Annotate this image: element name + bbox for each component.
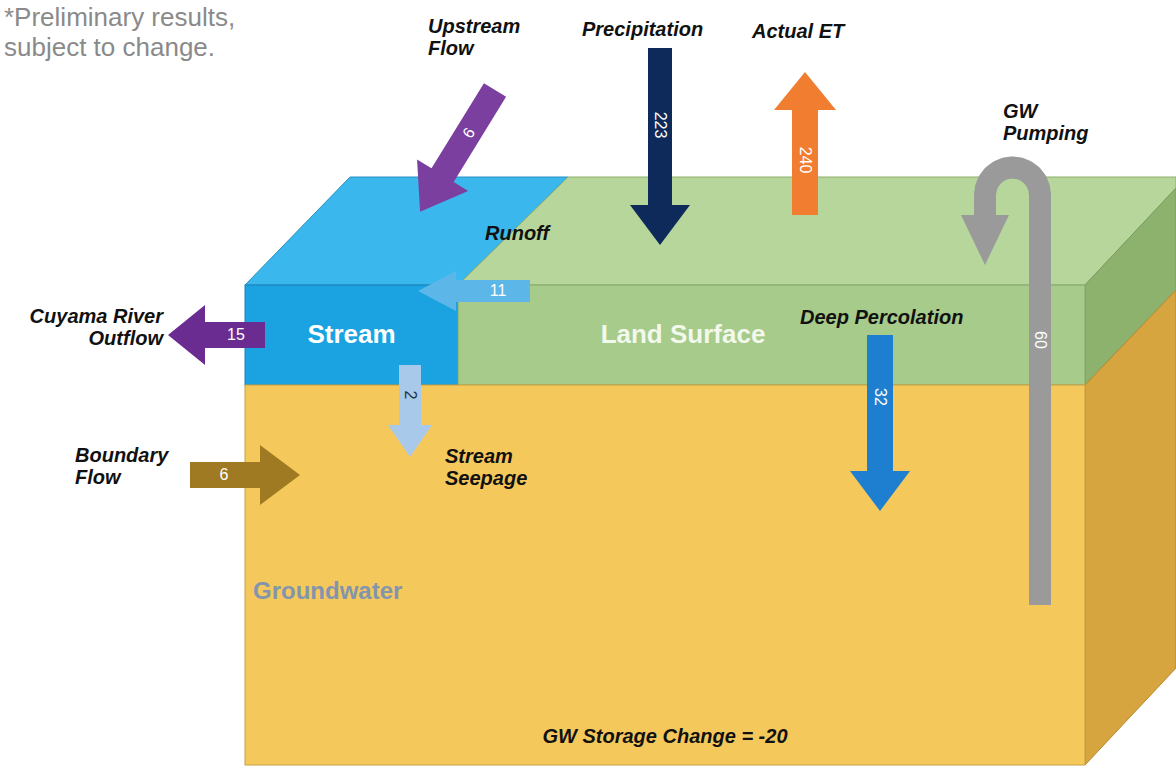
flow-value: 6 <box>220 466 229 484</box>
flow-value: 15 <box>227 326 245 344</box>
arrow-head <box>850 471 910 511</box>
land-surface-layer: Land Surface <box>458 285 1085 385</box>
ground-front <box>245 385 1085 765</box>
flow-value: 11 <box>490 282 507 300</box>
land-front <box>458 285 1085 385</box>
flow-value: 240 <box>796 147 814 174</box>
arrow-head <box>961 215 1009 265</box>
outflow-arrow <box>168 305 265 365</box>
arrow-head <box>418 271 456 311</box>
upstream-arrow <box>395 74 521 227</box>
flow-value: 60 <box>1031 331 1049 349</box>
ground-side <box>1085 290 1176 765</box>
flow-name: Upstream Flow <box>428 15 528 59</box>
arrow-shaft <box>867 335 893 471</box>
flow-value: 223 <box>651 112 669 139</box>
stream-layer: Stream <box>245 285 458 385</box>
et-arrow <box>774 72 836 215</box>
flow-name: Actual ET <box>752 20 872 42</box>
flow-name: Stream Seepage <box>445 445 545 489</box>
flow-name: Cuyama River Outflow <box>5 305 163 349</box>
flow-arrow <box>418 271 530 311</box>
arrow-head <box>388 425 432 457</box>
arrow-shaft <box>399 365 421 425</box>
flow-name: GW Pumping <box>1003 100 1118 144</box>
layer-name: Groundwater <box>253 577 453 605</box>
flow-arrow <box>388 365 432 457</box>
preliminary-note: *Preliminary results, subject to change. <box>4 2 249 62</box>
flow-name: Boundary Flow <box>75 444 175 488</box>
layer-name: Stream <box>245 319 458 350</box>
arrow-shaft <box>456 280 530 302</box>
flow-value: 2 <box>401 391 419 400</box>
flow-value: 32 <box>871 388 889 406</box>
precipitation-arrow <box>630 48 690 245</box>
boundary-arrow <box>190 445 300 505</box>
flow-name: Deep Percolation <box>800 306 990 328</box>
stream-front <box>245 285 458 385</box>
storage-change: GW Storage Change = -20 <box>245 725 1085 748</box>
layer-name: Land Surface <box>568 319 798 350</box>
flow-name: Precipitation <box>582 18 722 40</box>
flow-arrow <box>850 335 910 511</box>
flow-name: Runoff <box>485 222 575 244</box>
groundwater-layer: Groundwater GW Storage Change = -20 <box>245 385 1085 765</box>
flow-arrow <box>961 168 1040 606</box>
